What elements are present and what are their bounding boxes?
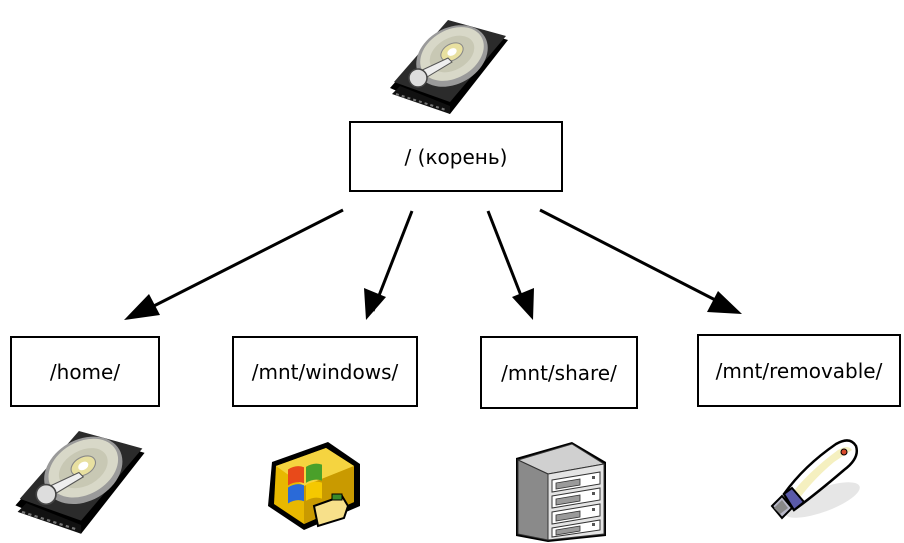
root-directory-label: / (корень) xyxy=(404,144,508,169)
arrowhead-home xyxy=(124,294,160,320)
edge-root-to-windows xyxy=(371,210,414,312)
share-mount-label: /mnt/share/ xyxy=(501,360,617,385)
removable-mount-label: /mnt/removable/ xyxy=(715,358,883,383)
arrowhead-removable xyxy=(707,291,742,314)
home-directory-node: /home/ xyxy=(10,336,160,407)
usb-flash-drive-icon xyxy=(770,439,860,520)
arrowhead-windows xyxy=(364,288,386,320)
hard-disk-icon xyxy=(390,20,508,114)
hard-disk-icon xyxy=(15,430,145,534)
edge-root-to-removable xyxy=(539,208,728,308)
network-server-icon xyxy=(516,442,606,542)
root-directory-node: / (корень) xyxy=(349,121,563,192)
windows-mount-label: /mnt/windows/ xyxy=(251,359,399,384)
arrowhead-share xyxy=(512,288,534,320)
edge-root-to-home xyxy=(139,208,344,315)
windows-mount-node: /mnt/windows/ xyxy=(232,336,418,407)
windows-partition-icon xyxy=(268,442,360,530)
share-mount-node: /mnt/share/ xyxy=(480,336,638,409)
removable-mount-node: /mnt/removable/ xyxy=(697,334,901,407)
home-directory-label: /home/ xyxy=(49,359,121,384)
